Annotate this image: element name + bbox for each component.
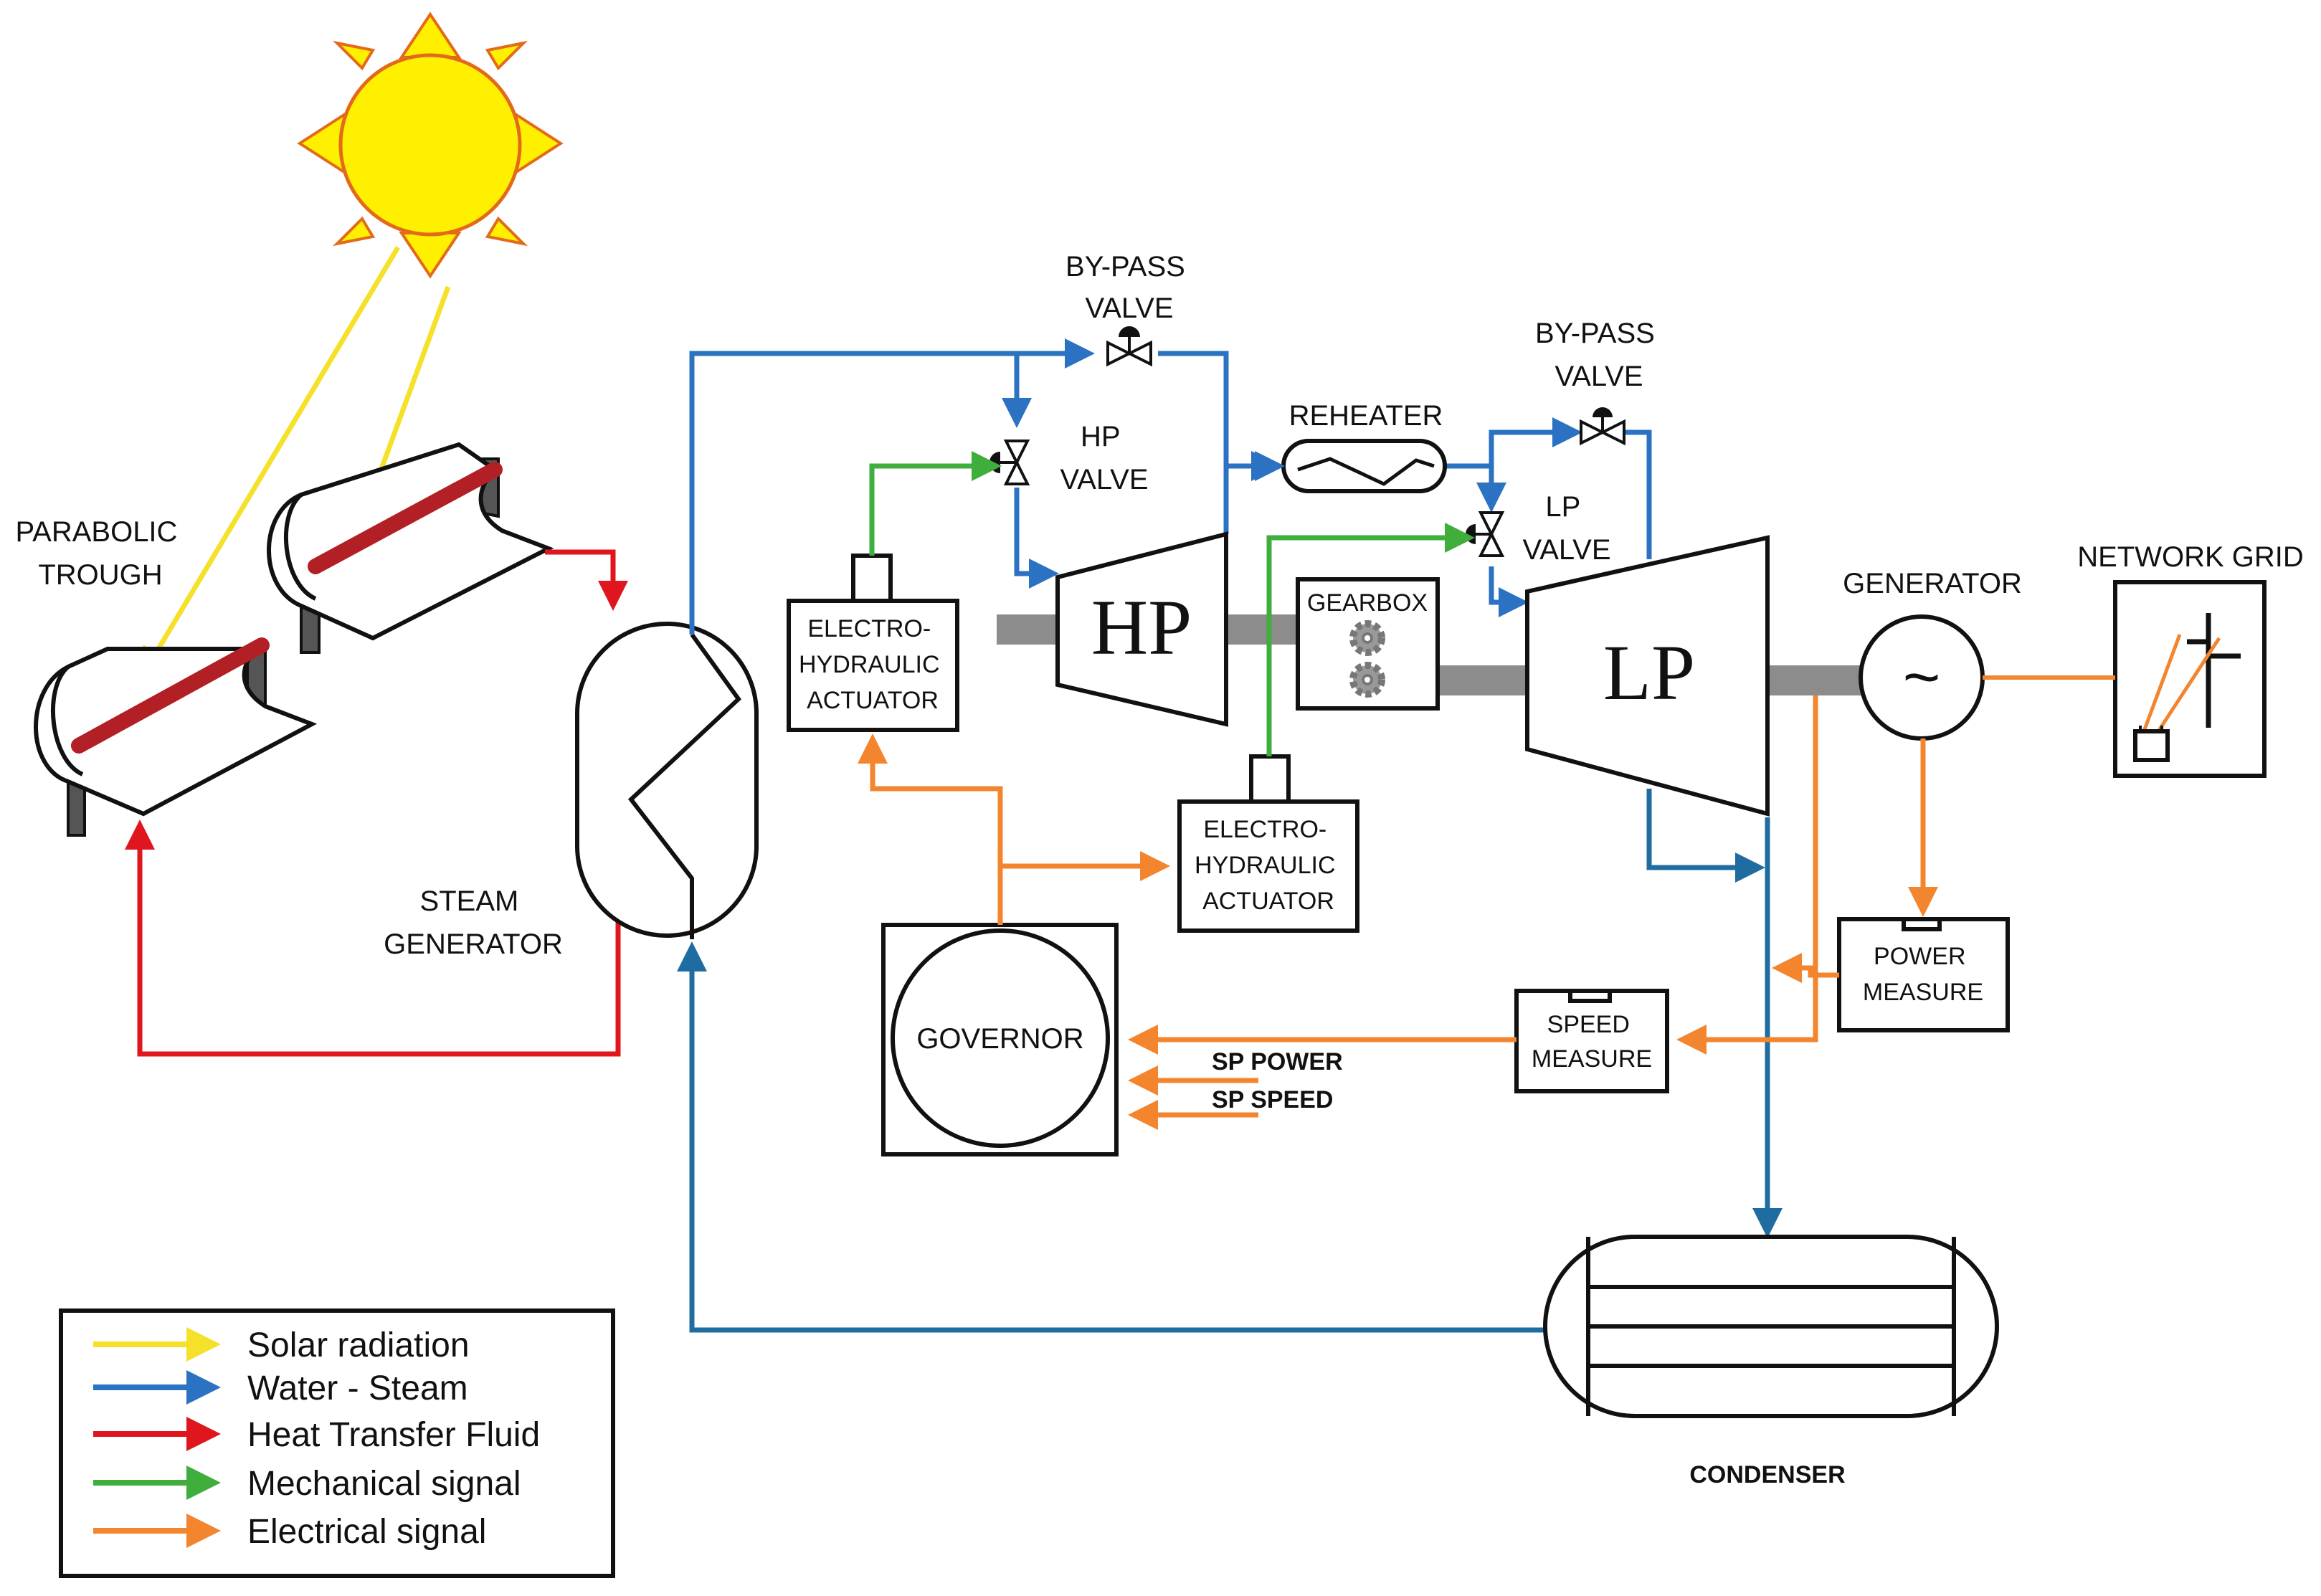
reheater-out-line	[1445, 463, 1506, 513]
bypass-lp-line	[1489, 417, 1582, 466]
bypass-valve-hp-label: BY-PASS VALVE	[1065, 251, 1193, 324]
svg-text:Heat Transfer Fluid: Heat Transfer Fluid	[247, 1416, 540, 1454]
elec-shaft-to-speed-measure	[1676, 695, 1818, 1055]
solar-ray-1	[141, 246, 401, 679]
actuator-lp: ELECTRO- HYDRAULIC ACTUATOR	[1177, 754, 1359, 933]
lp-valve-label: LP VALVE	[1522, 491, 1610, 566]
condensate-return-line	[677, 941, 1545, 1333]
actuator-hp: ELECTRO- HYDRAULIC ACTUATOR	[787, 554, 959, 732]
lp-turbine	[1525, 535, 1770, 817]
generator-label: GENERATOR	[1843, 568, 2022, 599]
lp-turbine-label: LP	[1603, 629, 1695, 716]
hp-turbine	[1055, 531, 1228, 727]
htf-return-line	[125, 820, 621, 1057]
network-grid-icon	[2133, 613, 2241, 762]
elec-power-to-governor	[1772, 953, 1839, 983]
reheater-label: REHEATER	[1289, 400, 1443, 432]
bypass-valve-lp-label: BY-PASS VALVE	[1535, 318, 1663, 392]
bypass-hp-line	[1158, 351, 1281, 481]
lp-valve	[1466, 511, 1505, 557]
gearbox-label: GEARBOX	[1307, 589, 1428, 617]
sp-speed-label: SP SPEED	[1212, 1086, 1333, 1113]
lp-exhaust-line	[1646, 789, 1765, 883]
steam-generator-coil	[627, 633, 741, 939]
legend-item-water-steam: Water - Steam	[93, 1369, 468, 1407]
steam-main-line	[689, 338, 1095, 635]
mech-signal-hp-valve	[869, 451, 1002, 556]
legend-item-htf: Heat Transfer Fluid	[93, 1416, 540, 1454]
gear-icon	[1349, 620, 1385, 698]
governor-label: GOVERNOR	[916, 1023, 1083, 1055]
hp-turbine-feed-line	[1014, 488, 1059, 589]
bypass-valve-hp	[1106, 326, 1152, 367]
steam-generator-label: STEAM GENERATOR	[384, 885, 563, 960]
condenser-label: CONDENSER	[1689, 1461, 1845, 1488]
svg-text:ELECTRO- HYDRAULIC: ELECTRO- HYDRAULIC ACTUATOR	[1195, 816, 1342, 915]
svg-text:Water - Steam: Water - Steam	[247, 1369, 468, 1407]
governor-circle	[891, 928, 1110, 1148]
svg-text:ELECTRO- HYDRAULIC: ELECTRO- HYDRAULIC ACTUATOR	[799, 615, 946, 714]
speed-measure	[1514, 989, 1669, 1093]
steam-generator	[575, 622, 759, 938]
hp-valve	[989, 440, 1030, 485]
generator-symbol: ~	[1903, 642, 1941, 713]
legend-item-electrical: Electrical signal	[93, 1513, 486, 1551]
bypass-lp-out-line	[1617, 429, 1652, 559]
lp-turbine-feed-line	[1489, 566, 1529, 617]
speed-measure-label: SPEED MEASURE	[1532, 1011, 1652, 1073]
sun-icon	[297, 11, 564, 279]
legend-item-solar: Solar radiation	[93, 1326, 470, 1364]
parabolic-trough-1	[34, 637, 318, 837]
condenser-tubes	[1586, 1237, 1956, 1416]
htf-line-to-steam-generator	[545, 549, 628, 611]
elec-governor-to-actuators	[858, 733, 1003, 925]
sp-power-label: SP POWER	[1212, 1048, 1343, 1075]
power-measure-label: POWER MEASURE	[1863, 943, 1983, 1006]
svg-text:Mechanical signal: Mechanical signal	[247, 1465, 521, 1503]
mech-signal-lp-valve	[1266, 523, 1475, 756]
network-grid-label: NETWORK GRID	[2077, 541, 2304, 573]
reheater-coil	[1297, 457, 1435, 486]
solar-ray-2	[364, 285, 451, 507]
bypass-valve-lp	[1580, 407, 1625, 446]
power-measure	[1837, 917, 2010, 1032]
hp-valve-label: HP VALVE	[1060, 421, 1148, 495]
parabolic-trough-2	[267, 442, 554, 654]
parabolic-trough-label: PARABOLIC TROUGH	[15, 516, 185, 591]
legend-item-mechanical: Mechanical signal	[93, 1465, 521, 1503]
svg-text:Solar radiation: Solar radiation	[247, 1326, 470, 1364]
hp-turbine-label: HP	[1091, 584, 1192, 671]
svg-text:Electrical signal: Electrical signal	[247, 1513, 486, 1551]
